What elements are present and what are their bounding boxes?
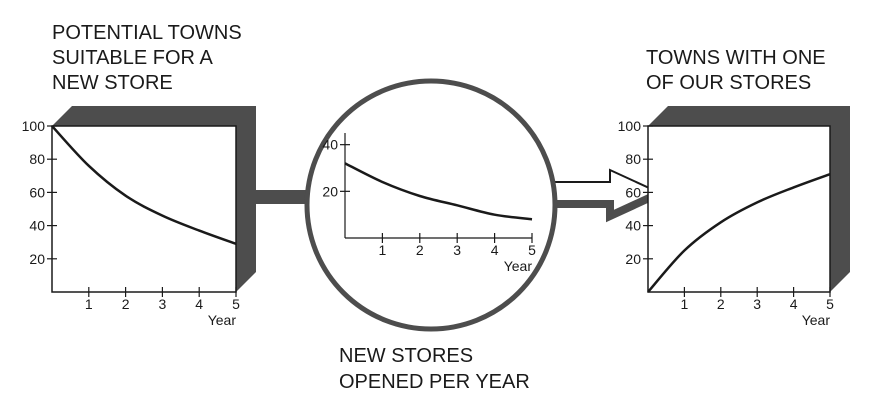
flow-title: NEW STORES OPENED PER YEAR bbox=[339, 345, 530, 393]
right-stock-title: TOWNS WITH ONE OF OUR STORES bbox=[646, 47, 826, 94]
flow-x-tick-label: 2 bbox=[416, 242, 424, 258]
left_stock-series-line-0 bbox=[51, 125, 237, 246]
left_stock-y-tick-label: 40 bbox=[29, 218, 45, 234]
flow-y-tick-label: 40 bbox=[322, 137, 338, 153]
flow-x-tick-label: 3 bbox=[453, 242, 461, 258]
flow-x-tick-label: 4 bbox=[491, 242, 499, 258]
right_stock-x-axis-label: Year bbox=[802, 312, 831, 328]
right_stock-y-tick-label: 80 bbox=[625, 151, 641, 167]
flow-x-tick-label: 5 bbox=[528, 242, 536, 258]
flow-title-line-1: NEW STORES bbox=[339, 345, 473, 367]
flow-y-tick-label: 20 bbox=[322, 183, 338, 199]
left-title-line-1: POTENTIAL TOWNS bbox=[52, 22, 242, 44]
left_stock-x-tick-label: 4 bbox=[195, 296, 203, 312]
left-title-line-3: NEW STORE bbox=[52, 72, 173, 94]
right-pipe-arrow bbox=[551, 168, 663, 223]
right_stock-x-tick-label: 3 bbox=[753, 296, 761, 312]
right_stock-y-tick-label: 60 bbox=[625, 184, 641, 200]
flow-series-line-0 bbox=[344, 162, 533, 221]
right-title-line-1: TOWNS WITH ONE bbox=[646, 47, 826, 69]
left-stock-title: POTENTIAL TOWNS SUITABLE FOR A NEW STORE bbox=[52, 22, 242, 94]
right_stock-y-tick-label: 20 bbox=[625, 251, 641, 267]
right-title-line-2: OF OUR STORES bbox=[646, 72, 811, 94]
left_stock-y-tick-label: 100 bbox=[22, 118, 46, 134]
left_stock-y-tick-label: 60 bbox=[29, 184, 45, 200]
left_stock-y-tick-label: 80 bbox=[29, 151, 45, 167]
right_stock-x-tick-label: 5 bbox=[826, 296, 834, 312]
left_stock-x-tick-label: 2 bbox=[122, 296, 130, 312]
right_stock-series-line-0 bbox=[647, 172, 831, 293]
right_stock-y-tick-label: 40 bbox=[625, 218, 641, 234]
left_stock-y-tick-label: 20 bbox=[29, 251, 45, 267]
right_stock-y-tick-label: 100 bbox=[618, 118, 642, 134]
flow-title-line-2: OPENED PER YEAR bbox=[339, 371, 530, 393]
right_stock-x-tick-label: 4 bbox=[790, 296, 798, 312]
left_stock-x-tick-label: 1 bbox=[85, 296, 93, 312]
left_stock-x-axis-label: Year bbox=[208, 312, 237, 328]
left-title-line-2: SUITABLE FOR A bbox=[52, 47, 213, 69]
right_stock-x-tick-label: 1 bbox=[681, 296, 689, 312]
flow-x-axis-label: Year bbox=[504, 258, 533, 274]
right_stock-x-tick-label: 2 bbox=[717, 296, 725, 312]
flow-x-tick-label: 1 bbox=[379, 242, 387, 258]
left_stock-x-tick-label: 3 bbox=[159, 296, 167, 312]
left_stock-x-tick-label: 5 bbox=[232, 296, 240, 312]
